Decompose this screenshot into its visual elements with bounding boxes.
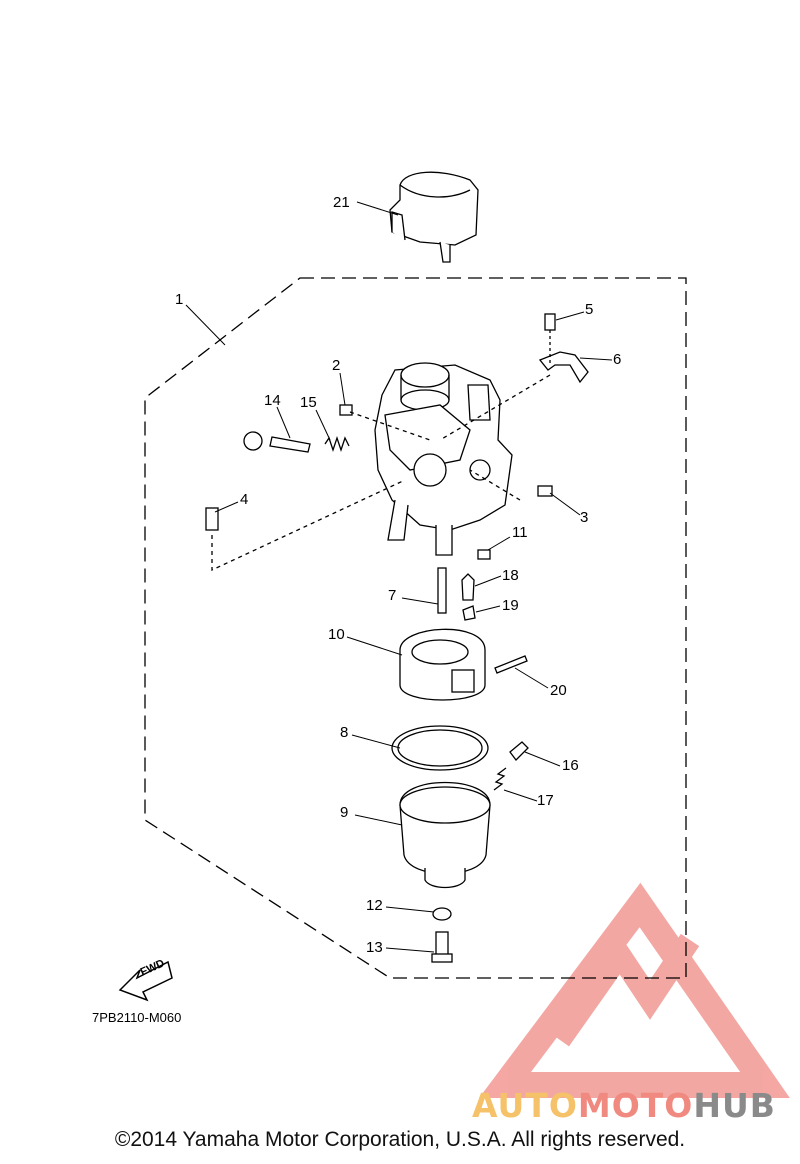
adjust-screw-part	[269, 436, 311, 453]
carburetor-body-part	[374, 362, 513, 556]
cover-part	[389, 171, 479, 263]
callout-8: 8	[340, 724, 349, 741]
callout-2: 2	[332, 357, 341, 374]
callout-12: 12	[366, 897, 383, 914]
callout-5: 5	[585, 301, 594, 318]
figure-code: 7PB2110-M060	[92, 1010, 182, 1025]
spring-17	[493, 767, 507, 791]
washer-part	[432, 907, 452, 921]
callout-3: 3	[580, 509, 589, 526]
watermark-text: AUTOMOTOHUB	[472, 1086, 776, 1125]
needle-valve-part	[461, 573, 475, 601]
drain-screw-part	[509, 741, 529, 761]
float-part	[399, 628, 486, 701]
screw-4	[205, 507, 219, 531]
bolt-part	[431, 931, 453, 963]
callout-19: 19	[502, 597, 519, 614]
callout-18: 18	[502, 567, 519, 584]
main-jet-part	[437, 567, 447, 614]
callout-15: 15	[300, 394, 317, 411]
assembly-outline	[144, 277, 687, 979]
float-pin-part	[494, 655, 528, 674]
screw-3	[537, 485, 553, 497]
bracket-part	[538, 351, 589, 384]
callout-17: 17	[537, 792, 554, 809]
callout-16: 16	[562, 757, 579, 774]
screw-5	[544, 313, 556, 365]
watermark-moto: MOTO	[577, 1086, 694, 1125]
cap-part	[243, 431, 263, 451]
watermark-auto: AUTO	[472, 1086, 578, 1125]
callout-13: 13	[366, 939, 383, 956]
callout-1: 1	[175, 291, 184, 308]
callout-10: 10	[328, 626, 345, 643]
forward-arrow-icon	[118, 960, 173, 1002]
callout-20: 20	[550, 682, 567, 699]
float-bowl-part	[399, 781, 491, 889]
spring-15	[324, 435, 350, 453]
callout-14: 14	[264, 392, 281, 409]
clip-part	[462, 605, 476, 621]
screw-11	[477, 549, 491, 560]
callout-4: 4	[240, 491, 249, 508]
copyright-notice: ©2014 Yamaha Motor Corporation, U.S.A. A…	[114, 1128, 686, 1151]
screw-2	[339, 404, 353, 416]
callout-9: 9	[340, 804, 349, 821]
callout-7: 7	[388, 587, 397, 604]
watermark-hub: HUB	[693, 1086, 776, 1125]
gasket-part	[391, 725, 489, 771]
callout-21: 21	[333, 194, 350, 211]
callout-11: 11	[512, 524, 528, 541]
callout-6: 6	[613, 351, 622, 368]
automotohub-logo-icon	[479, 882, 790, 1098]
